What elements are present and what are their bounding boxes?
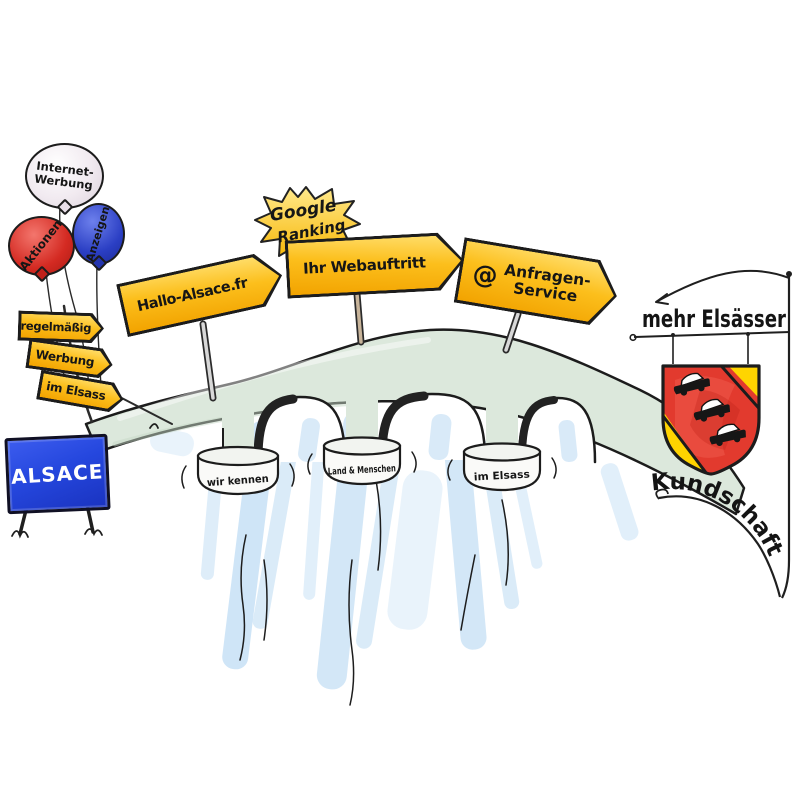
- arch-opening-1: [255, 397, 345, 462]
- car-icon: [709, 423, 746, 447]
- car-icon: [673, 372, 711, 396]
- balloon-anzeigen: Anzeigen: [72, 203, 125, 272]
- at-icon: @: [472, 259, 498, 289]
- alsace-town-sign: ALSACE: [4, 433, 111, 515]
- balloon-internet-werbung: Internet- Werbung: [25, 143, 104, 216]
- water-squiggles: [239, 479, 509, 706]
- balloon-aktionen: Aktionen: [8, 216, 75, 283]
- banner-kundschaft: Kundschaft: [650, 469, 788, 560]
- headline-mehr-elsaesser: mehr Elsässer: [642, 305, 786, 333]
- flag-pole: [781, 274, 791, 599]
- sign-label: Ihr Webauftritt: [302, 253, 427, 278]
- pillar-1: wir kennen: [181, 445, 295, 496]
- top-swoosh: [655, 269, 790, 303]
- alsace-label: ALSACE: [10, 459, 105, 489]
- pillar-2: Land & Menschen: [307, 436, 417, 486]
- sign-posts: [199, 290, 522, 402]
- sign-webauftritt: Ihr Webauftritt: [285, 231, 466, 298]
- car-icon: [693, 398, 731, 422]
- pillar-label: im Elsass: [474, 469, 531, 484]
- pillar-label: Land & Menschen: [328, 463, 397, 478]
- pillar-3: im Elsass: [447, 442, 557, 492]
- banner-swoosh: [658, 495, 782, 598]
- alsace-crest: [661, 364, 761, 476]
- pillar-label: wir kennen: [206, 473, 269, 489]
